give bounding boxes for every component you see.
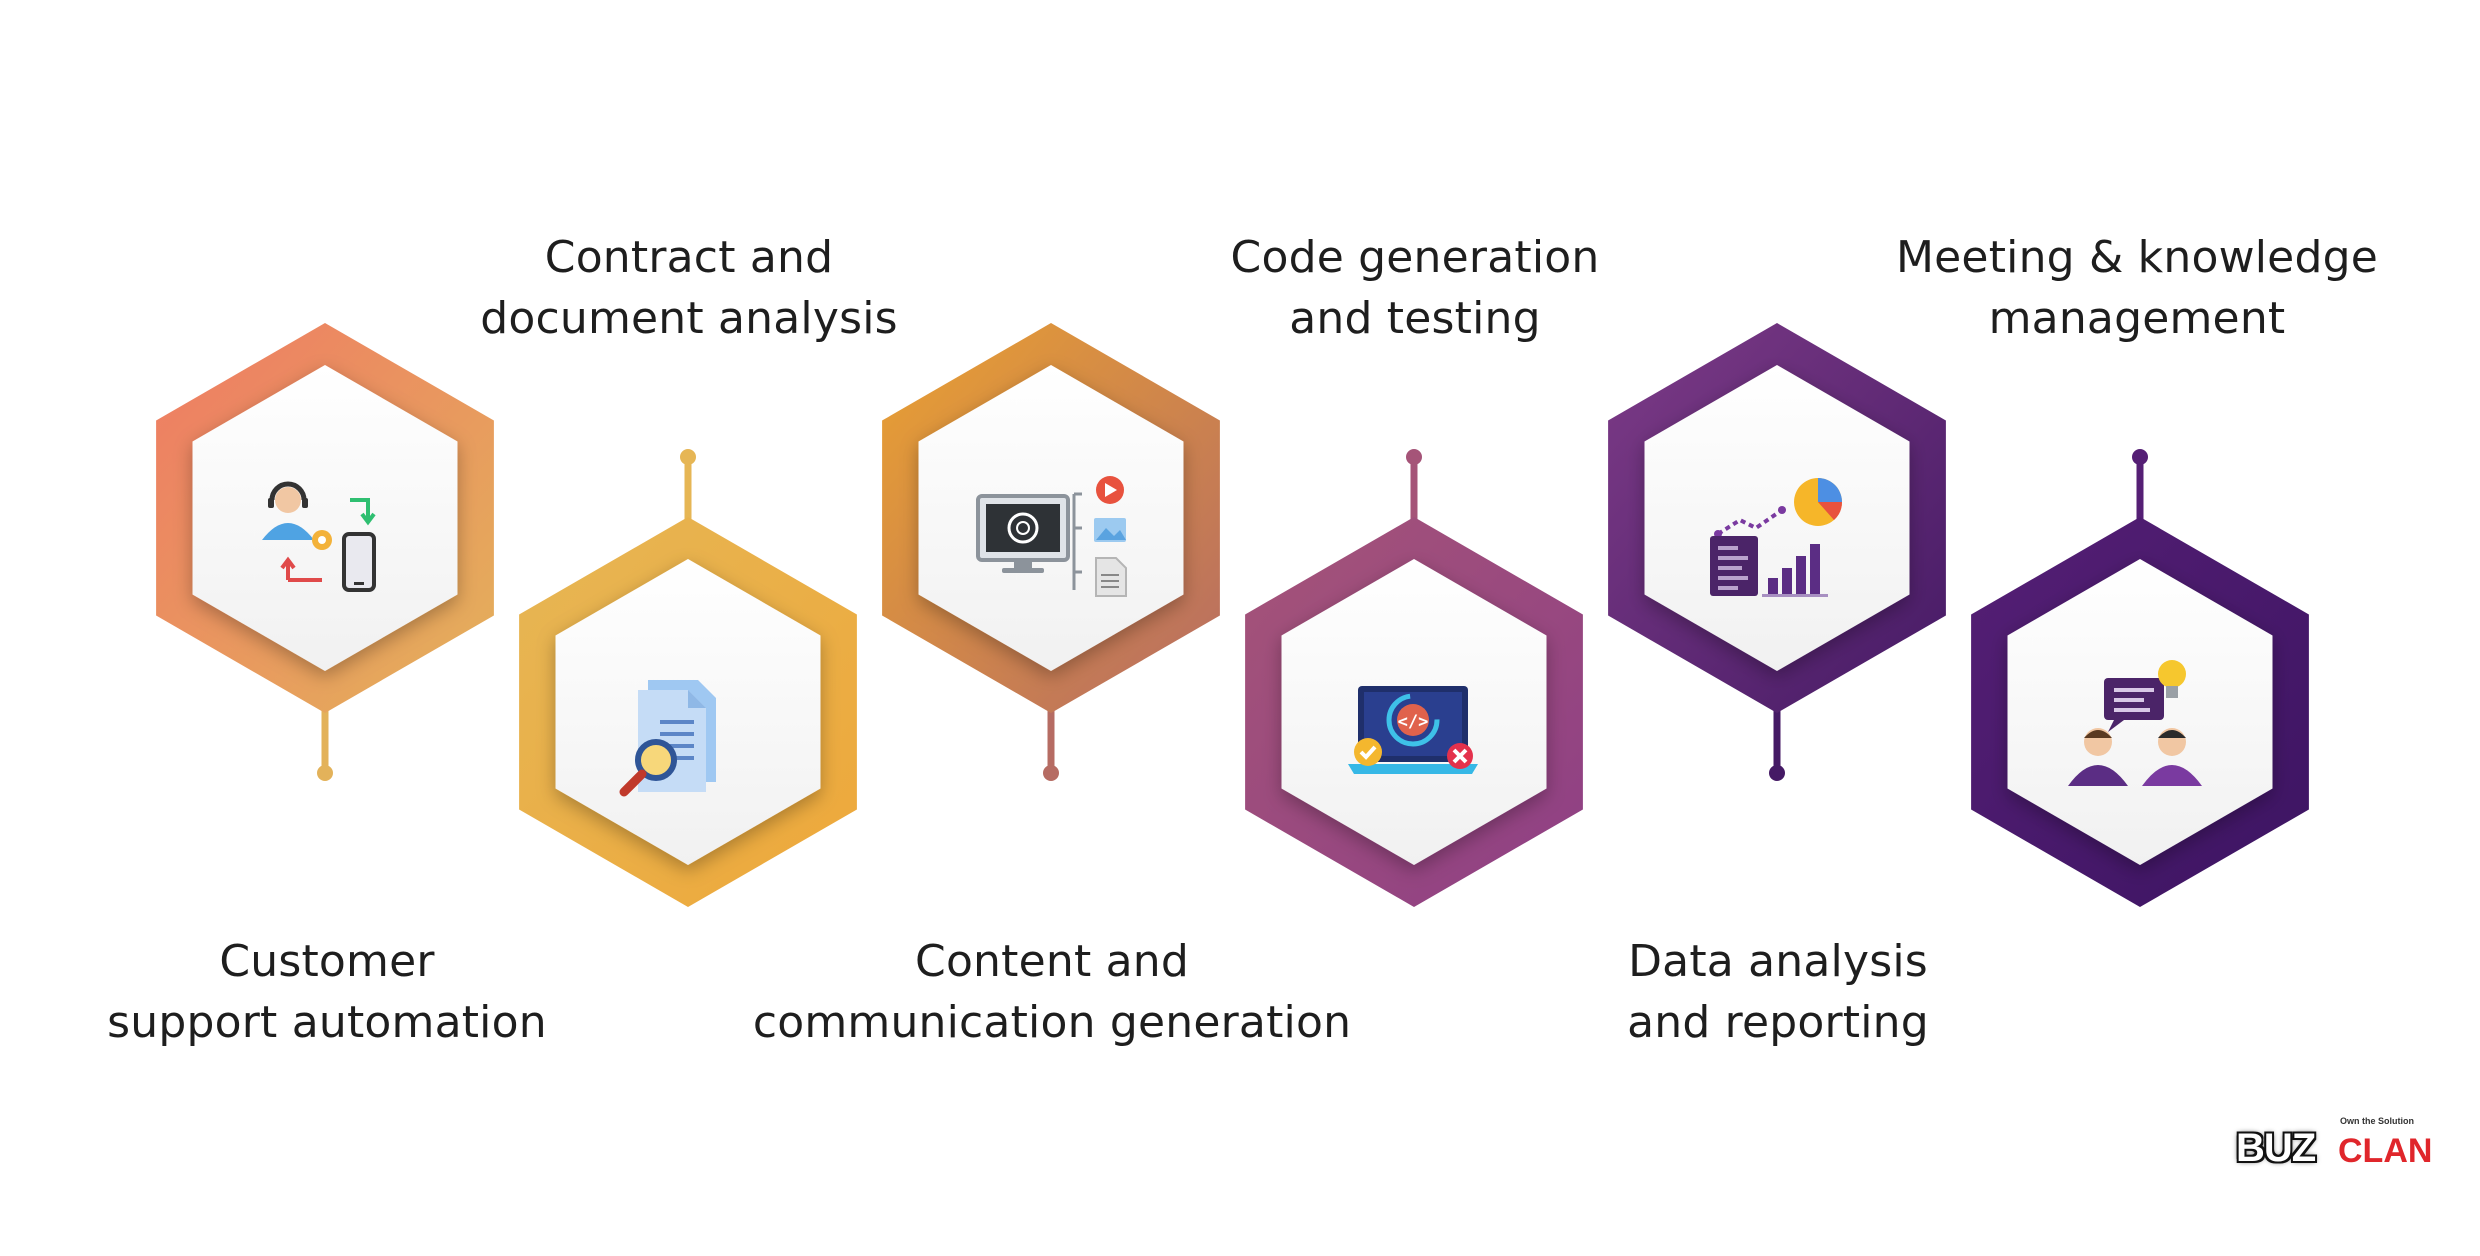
label-line: Code generation <box>1230 232 1600 283</box>
code-laptop-icon: </> <box>1348 686 1478 774</box>
logo-word-left: BUZ <box>2236 1126 2316 1170</box>
label-line: and reporting <box>1627 997 1929 1048</box>
hexagon-node <box>1608 323 1946 781</box>
label-contract-analysis: Contract and document analysis <box>369 227 1009 349</box>
monitor-media-icon <box>976 476 1127 597</box>
buzzclan-logo: Own the Solution BUZ CLAN <box>2236 1112 2436 1192</box>
label-content-generation: Content and communication generation <box>732 931 1372 1053</box>
label-customer-support: Customer support automation <box>7 931 647 1053</box>
hexagon-inner <box>192 365 458 671</box>
label-line: communication generation <box>752 997 1352 1048</box>
label-line: Data analysis <box>1628 936 1928 987</box>
label-data-analysis: Data analysis and reporting <box>1458 931 2098 1053</box>
hexagon-node <box>1245 449 1583 907</box>
connector-dot <box>317 765 333 781</box>
hexagon-node <box>519 449 857 907</box>
document-search-icon <box>619 680 716 797</box>
data-report-icon <box>1710 478 1843 597</box>
connector-dot <box>1043 765 1059 781</box>
hexagon-node <box>156 323 494 781</box>
label-line: support automation <box>107 997 547 1048</box>
label-line: Contract and <box>544 232 834 283</box>
customer-support-icon <box>262 481 376 592</box>
label-line: document analysis <box>480 293 898 344</box>
label-line: Meeting & knowledge <box>1896 232 2378 283</box>
meeting-icon <box>2068 660 2202 786</box>
label-line: management <box>1988 293 2286 344</box>
label-code-generation: Code generation and testing <box>1095 227 1735 349</box>
label-meeting-management: Meeting & knowledge management <box>1817 227 2457 349</box>
logo-word-right: CLAN <box>2338 1132 2433 1170</box>
connector-dot <box>680 449 696 465</box>
connector-dot <box>1406 449 1422 465</box>
connector-dot <box>2132 449 2148 465</box>
label-line: and testing <box>1289 293 1541 344</box>
label-line: Content and <box>915 936 1189 987</box>
connector-dot <box>1769 765 1785 781</box>
svg-text:</>: </> <box>1398 712 1429 732</box>
logo-tagline: Own the Solution <box>2340 1116 2414 1126</box>
label-line: Customer <box>219 936 435 987</box>
